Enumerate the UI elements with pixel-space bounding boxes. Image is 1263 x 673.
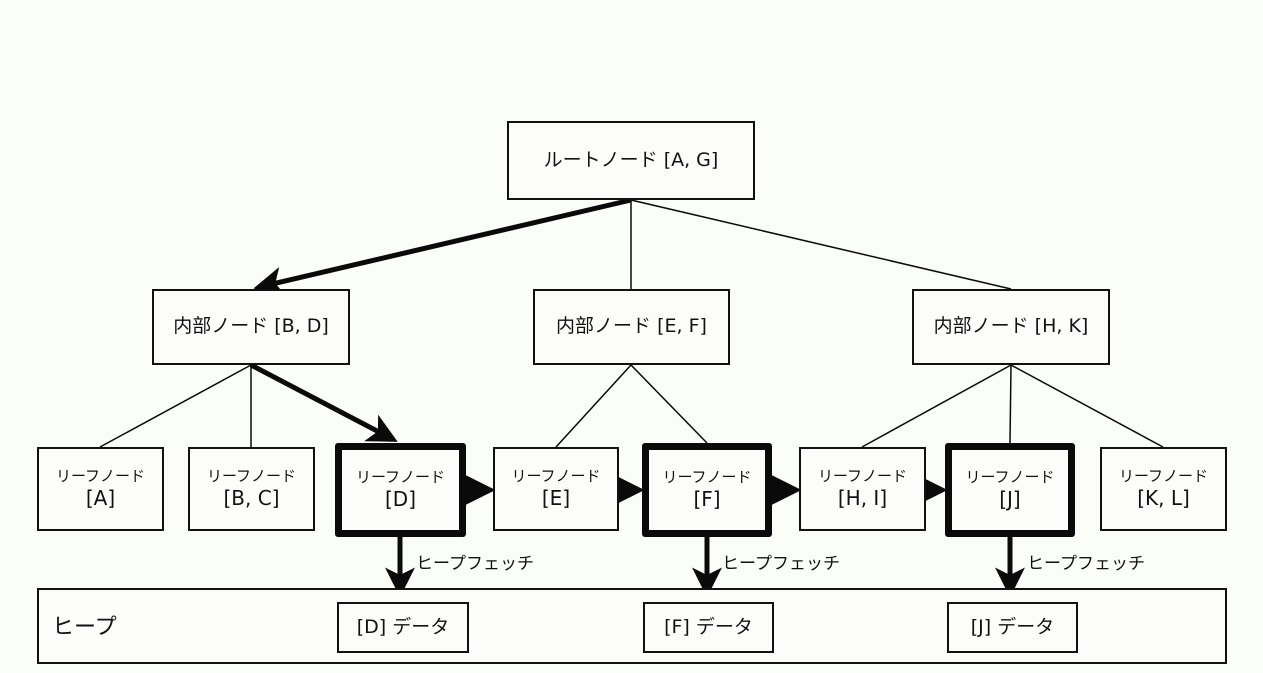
- leaf-node-keys: [D]: [384, 486, 416, 511]
- internal-node-bd: 内部ノード [B, D]: [152, 289, 350, 365]
- heap-item-label: [D] データ: [356, 615, 450, 638]
- leaf-node-title: リーフノード: [355, 468, 446, 487]
- leaf-node-title: リーフノード: [55, 467, 146, 486]
- leaf-node-keys: [A]: [85, 485, 116, 510]
- heap-title: ヒープ: [52, 615, 117, 640]
- leaf-node-hi: リーフノード [H, I]: [799, 447, 926, 531]
- tree-edge: [99, 364, 252, 448]
- leaf-node-keys: [F]: [693, 486, 721, 511]
- internal-node-ef: 内部ノード [E, F]: [533, 289, 730, 365]
- leaf-node-keys: [E]: [541, 485, 571, 510]
- traversal-arrow: [253, 197, 632, 297]
- tree-edge: [630, 364, 708, 444]
- leaf-node-title: リーフノード: [965, 468, 1055, 487]
- leaf-node-keys: [J]: [999, 486, 1021, 511]
- leaf-node-d-highlighted: リーフノード [D]: [335, 443, 466, 537]
- internal-node-label: 内部ノード [B, D]: [173, 315, 329, 338]
- leaf-node-title: リーフノード: [1118, 467, 1209, 486]
- leaf-node-title: リーフノード: [662, 468, 752, 487]
- heap-item-label: [J] データ: [970, 615, 1055, 638]
- root-node-label: ルートノード [A, G]: [543, 148, 719, 171]
- root-node: ルートノード [A, G]: [507, 121, 755, 200]
- tree-edge: [861, 364, 1012, 448]
- tree-edge: [1010, 364, 1164, 448]
- leaf-node-title: リーフノード: [817, 467, 908, 486]
- heap-fetch-label: ヒープフェッチ: [722, 554, 840, 574]
- leaf-node-title: リーフノード: [511, 467, 601, 486]
- heap-fetch-label: ヒープフェッチ: [416, 554, 534, 574]
- heap-item-j: [J] データ: [947, 602, 1078, 653]
- leaf-node-j-highlighted: リーフノード [J]: [945, 443, 1075, 537]
- traversal-arrow: [249, 362, 398, 442]
- heap-fetch-label: ヒープフェッチ: [1027, 554, 1145, 574]
- heap-item-f: [F] データ: [643, 602, 774, 653]
- leaf-node-kl: リーフノード [K, L]: [1100, 447, 1227, 531]
- leaf-node-keys: [K, L]: [1137, 485, 1190, 510]
- leaf-node-bc: リーフノード [B, C]: [188, 447, 315, 531]
- leaf-node-keys: [B, C]: [223, 485, 280, 510]
- tree-edge: [555, 364, 632, 448]
- heap-item-label: [F] データ: [664, 615, 753, 638]
- tree-edge: [1009, 364, 1012, 444]
- leaf-node-title: リーフノード: [206, 467, 297, 486]
- heap-item-d: [D] データ: [337, 602, 469, 653]
- edges-layer: [99, 197, 1164, 598]
- tree-edge: [630, 199, 1012, 290]
- leaf-node-f-highlighted: リーフノード [F]: [642, 443, 772, 537]
- internal-node-hk: 内部ノード [H, K]: [912, 289, 1110, 365]
- internal-node-label: 内部ノード [E, F]: [556, 315, 707, 338]
- leaf-node-a: リーフノード [A]: [37, 447, 164, 531]
- leaf-node-e: リーフノード [E]: [493, 447, 619, 531]
- internal-node-label: 内部ノード [H, K]: [933, 315, 1089, 338]
- leaf-node-keys: [H, I]: [837, 485, 888, 510]
